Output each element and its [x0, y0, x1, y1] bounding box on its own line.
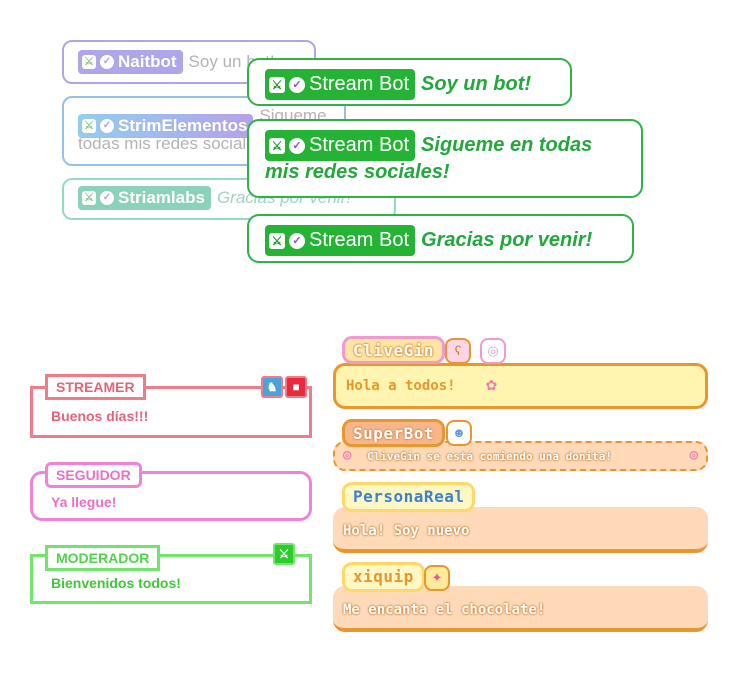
cute-username-pill: xiquip — [342, 562, 425, 592]
verified-icon: ✓ — [289, 137, 305, 154]
robot-icon: ☻ — [446, 420, 472, 446]
sword-icon: ⚔ — [82, 191, 96, 205]
ghost-username: Striamlabs — [118, 188, 205, 207]
stream-bot-text: Gracias por venir! — [421, 229, 593, 252]
ghost-username: StrimElementos — [118, 116, 248, 135]
wand-icon: ✦ — [424, 565, 450, 591]
sword-icon: ⚔ — [82, 119, 96, 133]
sword-icon: ⚔ — [269, 232, 285, 249]
stream-bot-text: Sigueme en todas — [421, 134, 593, 157]
cute-message-text: Hola a todos! — [346, 378, 456, 394]
stream-bot-name: Stream Bot — [309, 134, 410, 157]
stream-bot-name: Stream Bot — [309, 229, 410, 252]
ghost-text-line2: todas mis redes sociales — [78, 134, 265, 153]
verified-icon: ✓ — [289, 232, 305, 249]
cute-message-text: CliveGin se está comiendo una donita! — [367, 450, 613, 463]
dinosaur-icon: ♞ — [261, 376, 283, 398]
donut-icon: ◎ — [343, 447, 352, 463]
verified-icon: ✓ — [100, 119, 114, 133]
streamer-card: STREAMER ♞ ■ Buenos días!!! — [30, 374, 312, 438]
sword-icon: ⚔ — [269, 76, 285, 93]
role-message: Ya llegue! — [51, 494, 117, 510]
verified-icon: ✓ — [100, 191, 114, 205]
donut-icon: ✿ — [486, 374, 497, 395]
donut-icon: ◎ — [689, 447, 698, 463]
cute-message-text: Me encanta el chocolate! — [343, 602, 546, 618]
stream-bot-message-2: ⚔ ✓ Stream Bot Sigueme en todas mis rede… — [247, 119, 643, 198]
video-camera-icon: ■ — [285, 376, 307, 398]
stream-bot-text-line2: mis redes sociales! — [265, 161, 450, 183]
verified-icon: ✓ — [100, 55, 114, 69]
sword-icon: ⚔ — [269, 137, 285, 154]
ghost-user-badge: ⚔ ✓ StrimElementos — [78, 114, 254, 138]
stream-bot-name: Stream Bot — [309, 73, 410, 96]
role-tag-seguidor: SEGUIDOR — [45, 462, 142, 488]
donut-badge-icon: ◎ — [480, 338, 506, 364]
card-top-border — [30, 386, 312, 389]
cute-username-pill: SuperBot — [342, 419, 446, 447]
cute-message-3: Hola! Soy nuevo — [333, 507, 708, 553]
role-message: Buenos días!!! — [51, 408, 149, 424]
ghost-username: Naitbot — [118, 52, 177, 71]
sword-icon: ⚔ — [273, 543, 295, 565]
ghost-user-badge: ⚔ ✓ Naitbot — [78, 50, 183, 74]
cute-username-pill: PersonaReal — [342, 482, 476, 512]
stream-bot-badge: ⚔ ✓ Stream Bot — [265, 69, 416, 101]
cute-username-pill: CliveGin — [342, 336, 446, 364]
seguidor-card: SEGUIDOR Ya llegue! — [30, 462, 312, 521]
ghost-user-badge: ⚔ ✓ Striamlabs — [78, 186, 211, 210]
moderador-card: MODERADOR ⚔ Bienvenidos todos! — [30, 543, 312, 604]
bear-icon: ʕ — [445, 338, 471, 364]
role-message: Bienvenidos todos! — [51, 575, 181, 591]
verified-icon: ✓ — [289, 76, 305, 93]
role-tag-moderador: MODERADOR — [45, 545, 161, 571]
cute-message-4: Me encanta el chocolate! — [333, 586, 708, 632]
stream-bot-message-1: ⚔ ✓ Stream Bot Soy un bot! — [247, 58, 572, 106]
cute-message-text: Hola! Soy nuevo — [343, 523, 470, 539]
role-tag-streamer: STREAMER — [45, 374, 146, 400]
stream-bot-badge: ⚔ ✓ Stream Bot — [265, 130, 416, 162]
cute-message-1: Hola a todos! ✿ — [333, 363, 708, 409]
stream-bot-text: Soy un bot! — [421, 73, 532, 96]
stream-bot-message-3: ⚔ ✓ Stream Bot Gracias por venir! — [247, 214, 634, 263]
stream-bot-badge: ⚔ ✓ Stream Bot — [265, 225, 416, 257]
sword-icon: ⚔ — [82, 55, 96, 69]
